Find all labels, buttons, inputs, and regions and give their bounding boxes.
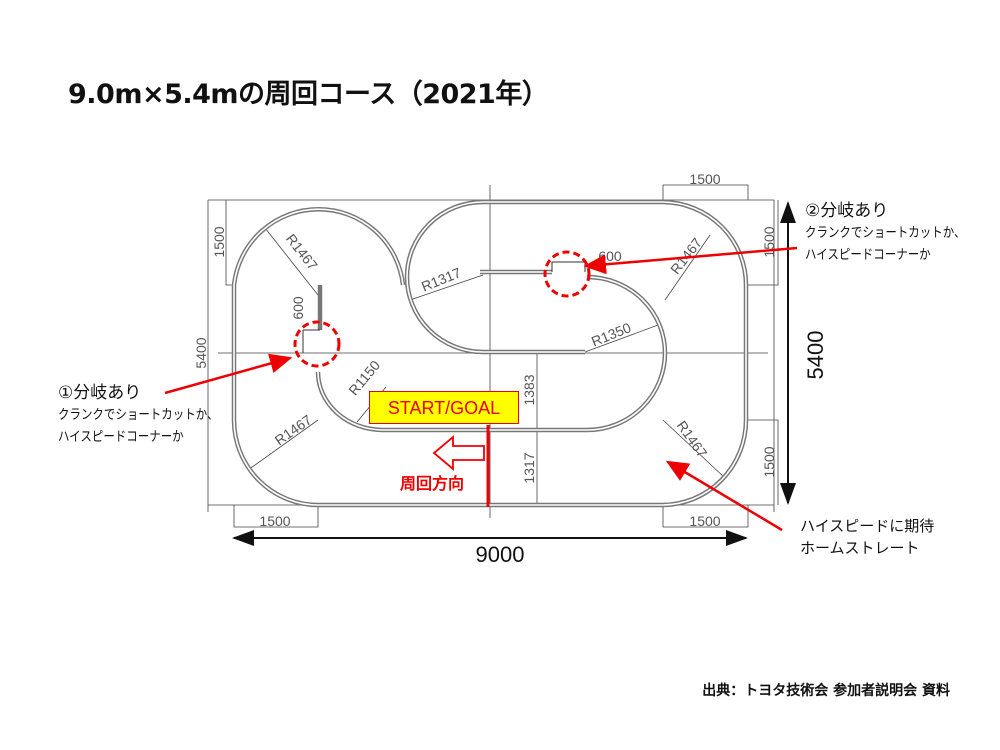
track — [231, 199, 749, 508]
dim-5400-left: 5400 — [193, 337, 209, 368]
dim-9000: 9000 — [476, 542, 525, 567]
branch2-line2: ハイスピードコーナーか — [805, 247, 931, 263]
dim-1500-left: 1500 — [211, 226, 227, 257]
grid-lines — [207, 184, 779, 528]
branch2-note: ②分岐あり クランクでショートカットか、 ハイスピードコーナーか — [805, 200, 994, 266]
radius-label: R1467 — [272, 411, 315, 448]
direction-arrow-icon — [432, 435, 485, 471]
direction-label: 周回方向 — [400, 474, 465, 493]
straight-note: ハイスピードに期待 ホームストレート — [800, 515, 934, 559]
start-goal-label: START/GOAL — [369, 391, 519, 424]
radius-label: R1350 — [589, 319, 633, 349]
branch1-line2: ハイスピードコーナーか — [58, 429, 184, 445]
branch1-line1: クランクでショートカットか、 — [58, 407, 219, 423]
straight-line1: ハイスピードに期待 — [800, 517, 935, 535]
page-title: 9.0m×5.4mの周回コース（2021年） — [68, 79, 549, 110]
dim-1500-bottom-right: 1500 — [689, 513, 720, 529]
dim-600-left: 600 — [290, 296, 306, 320]
straight-arrow — [665, 460, 783, 532]
dim-5400: 5400 — [803, 331, 828, 380]
branch2-arrow — [583, 246, 798, 275]
dim-1383: 1383 — [521, 374, 537, 405]
radius-label: R1467 — [283, 231, 321, 274]
dim-1500-bottom-left: 1500 — [259, 513, 290, 529]
dim-600-right: 600 — [598, 248, 622, 264]
branch2-heading: ②分岐あり — [805, 201, 889, 221]
branch1-arrow — [164, 353, 293, 395]
dim-1500-right-bottom: 1500 — [761, 446, 777, 477]
source-credit: 出典：トヨタ技術会 参加者説明会 資料 — [702, 683, 950, 699]
radius-label: R1317 — [419, 264, 463, 294]
dim-1317: 1317 — [521, 452, 537, 483]
branch1-highlight-circle — [293, 320, 341, 368]
dim-1500-right-top: 1500 — [761, 226, 777, 257]
branch2-line1: クランクでショートカットか、 — [805, 225, 966, 241]
straight-line2: ホームストレート — [800, 539, 920, 557]
branch1-note: ①分岐あり クランクでショートカットか、 ハイスピードコーナーか — [58, 382, 247, 448]
radius-label: R1467 — [674, 418, 711, 461]
branch1-heading: ①分岐あり — [58, 383, 142, 403]
dim-1500-top: 1500 — [689, 171, 720, 187]
